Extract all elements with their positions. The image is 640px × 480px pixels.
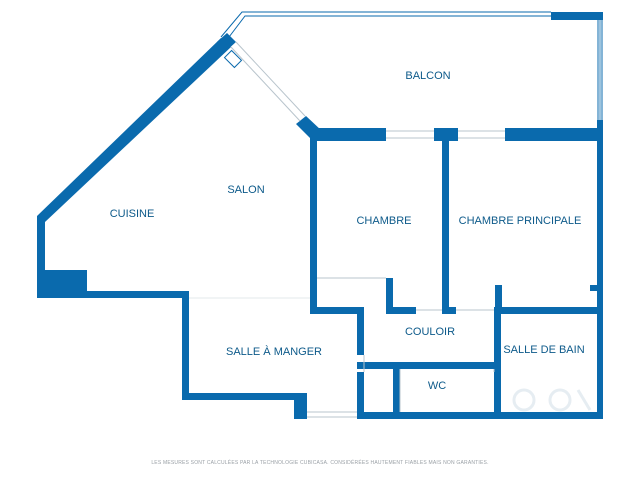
wall-couloir-lower (357, 372, 364, 419)
watermark (512, 388, 592, 412)
wall-wc-left (393, 362, 400, 419)
room-label-chambre: CHAMBRE (356, 215, 411, 227)
wall-couloir-left (357, 307, 364, 355)
room-label-chambre-principale: CHAMBRE PRINCIPALE (459, 215, 582, 227)
room-label-salle-a-manger: SALLE À MANGER (226, 345, 322, 358)
wall-lower-left (37, 291, 189, 298)
wall-chambre-bottom-right3 (442, 307, 456, 314)
wall-cp-bottom-left (495, 285, 502, 314)
room-label-wc: WC (428, 380, 446, 392)
room-label-salle-de-bain: SALLE DE BAIN (503, 344, 584, 356)
room-labels: BALCON SALON CUISINE CHAMBRE CHAMBRE PRI… (110, 70, 585, 392)
room-label-couloir: COULOIR (405, 326, 455, 338)
wall-bottom-right (357, 412, 603, 419)
wall-cp-bottom (495, 307, 603, 314)
wall-dining-left (182, 291, 189, 399)
room-label-salon: SALON (227, 184, 264, 196)
balcony-right-window (597, 13, 603, 129)
wall-chambre-left (310, 128, 317, 314)
room-label-cuisine: CUISINE (110, 208, 155, 220)
walls (37, 12, 603, 419)
wall-chambre-bottom-right (386, 278, 393, 314)
wall-diagonal-exterior (37, 38, 231, 222)
wall-wc-top (357, 362, 497, 369)
wall-chambre-top-left (310, 128, 386, 141)
wall-dining-bottom-step (294, 393, 307, 419)
wall-sdb-left (494, 307, 501, 419)
room-label-balcon: BALCON (405, 70, 450, 82)
wall-balcony-top-right (551, 12, 603, 20)
wall-cp-right-stub (590, 285, 603, 291)
wall-chambre-divider (442, 128, 449, 314)
wall-chambre-bottom (310, 307, 360, 314)
balcony-railing (220, 11, 551, 42)
wall-balcony-right-stub (597, 120, 603, 130)
wall-left-exterior (37, 216, 45, 298)
wall-right-exterior (597, 128, 603, 419)
wall-chambre-bottom-right2 (386, 307, 416, 314)
disclaimer-text: LES MESURES SONT CALCULÉES PAR LA TECHNO… (151, 459, 488, 466)
wall-diagonal-corner (217, 33, 236, 51)
wall-chambre-top-right (505, 128, 603, 141)
wall-dining-bottom (182, 393, 307, 400)
openings (189, 41, 505, 418)
